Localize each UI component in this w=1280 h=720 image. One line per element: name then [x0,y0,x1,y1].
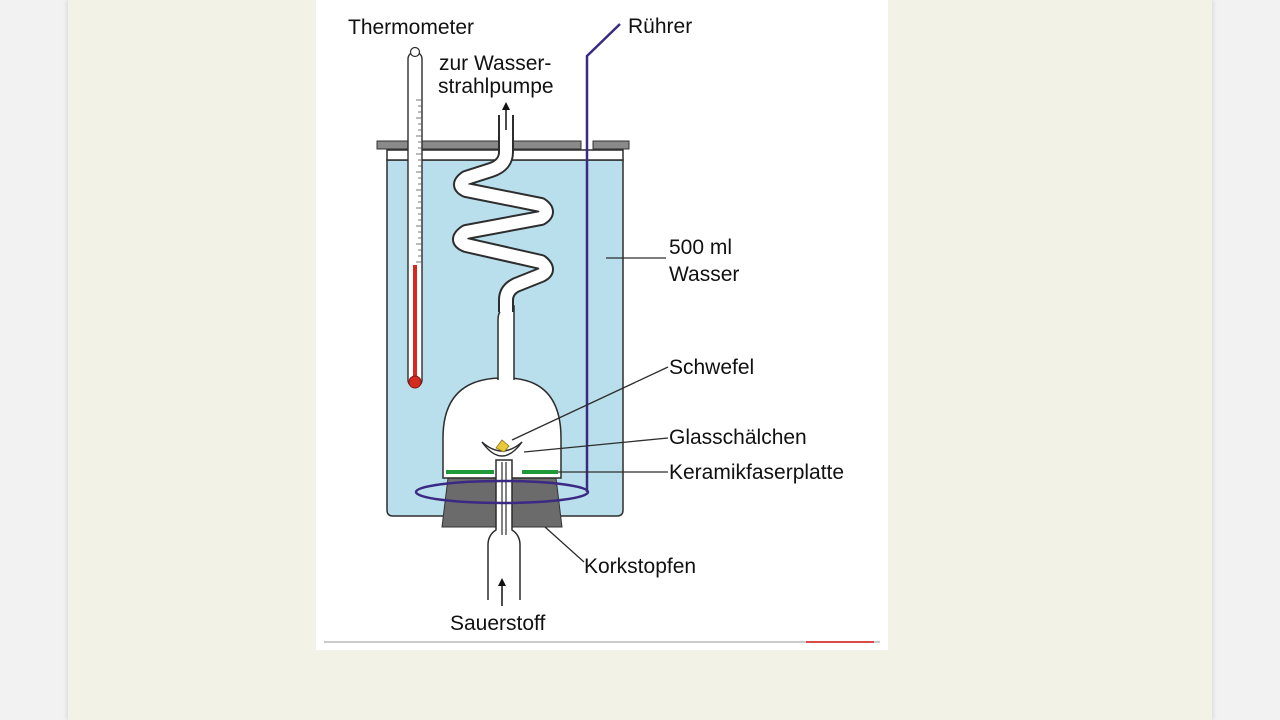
label-sulfur: Schwefel [669,356,755,379]
thermometer-liquid [413,265,417,377]
label-pump-line1: zur Wasser- [439,52,552,75]
label-pump-line2: strahlpumpe [438,75,554,98]
diagram-figure: Thermometer zur Wasser- strahlpumpe Rühr… [316,0,888,650]
sulfur-lump [495,439,510,453]
label-oxygen: Sauerstoff [450,612,546,635]
bottom-rule [324,641,880,643]
leader-lines [511,257,669,563]
thermometer-bulb [408,375,422,389]
label-stirrer: Rührer [628,15,693,38]
stirrer-rod [585,23,621,492]
label-thermometer: Thermometer [348,16,475,39]
beaker-lid-left [376,140,582,150]
bottom-rule-accent [806,641,874,643]
beaker-lid-right [592,140,630,150]
label-ceramic-plate: Keramikfaserplatte [669,461,845,484]
oxygen-inlet-tube [487,459,521,600]
thermometer-scale [416,99,422,263]
stirrer-ring [414,479,590,505]
glass-dish [481,441,523,457]
label-water-line2: Wasser [669,263,740,286]
label-glass-dish: Glasschälchen [669,426,807,449]
outlet-tube [497,305,515,380]
label-cork: Korkstopfen [584,555,697,578]
label-water-line1: 500 ml [669,236,733,259]
apparatus-drawing [376,23,669,606]
